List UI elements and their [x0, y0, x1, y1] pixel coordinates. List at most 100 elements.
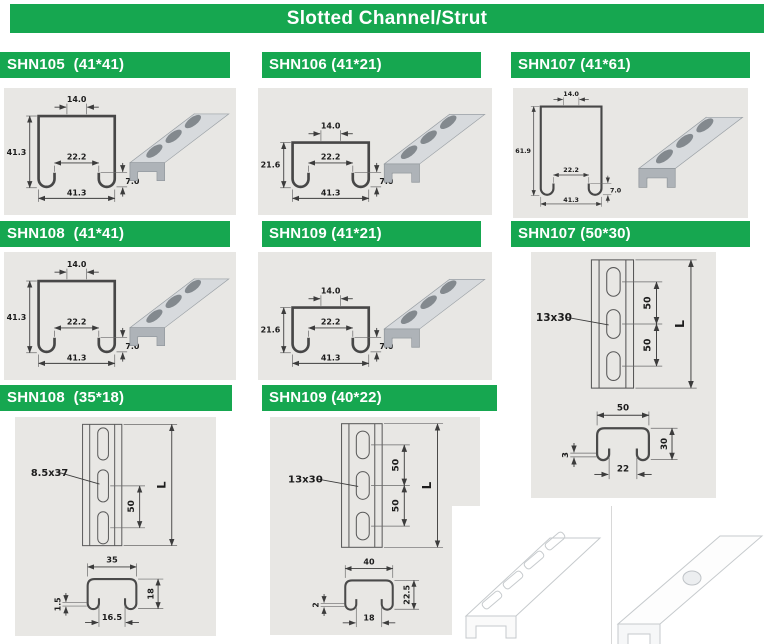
product-card-shn109: 14.0 21.6 22.2 7.0 41.3 — [258, 252, 492, 380]
slot-pattern-drawing-shn108-35x18: 8.5x37 50 L — [31, 423, 178, 547]
dim-opening: 16.5 — [102, 612, 123, 622]
dim-opening: 22 — [617, 465, 629, 475]
section-drawing-shn108-35x18: 35 1.5 18 16.5 — [54, 555, 164, 627]
section-drawing-shn107-50x30: 50 3 30 22 — [560, 404, 678, 480]
slot — [355, 430, 370, 460]
dim-slot-width: 14.0 — [321, 121, 341, 130]
dim-thickness: 3 — [560, 452, 570, 458]
dim-thickness: 2 — [311, 602, 320, 607]
channel-profile — [291, 141, 371, 189]
dim-slot-width: 14.0 — [67, 95, 87, 104]
slot-pattern-drawing-shn107-50x30: 13x30 50 50 L — [536, 259, 697, 389]
section-drawing-shn109-40x22: 40 2 22.5 18 — [311, 557, 420, 628]
photo-plain-channel — [611, 506, 764, 644]
dim-lip: 7.0 — [125, 177, 140, 186]
channel-3d-render — [129, 277, 230, 347]
channel-3d-render — [383, 112, 486, 183]
cross-section-drawing-shn105: 14.0 41.3 22.2 7.0 41.3 — [7, 95, 140, 202]
dim-width: 41.3 — [67, 189, 87, 198]
slot-size-label: 8.5x37 — [31, 468, 68, 479]
slot — [97, 427, 109, 461]
dim-opening: 22.2 — [67, 152, 87, 161]
dim-height: 41.3 — [7, 148, 27, 157]
dim-slot-width: 14.0 — [321, 286, 341, 295]
dim-opening: 18 — [363, 613, 375, 622]
dim-height: 21.6 — [261, 325, 281, 334]
page-title: Slotted Channel/Strut — [10, 4, 764, 33]
dim-height: 41.3 — [7, 313, 27, 322]
slot-size-label: 13x30 — [288, 475, 323, 486]
product-card-shn108-35x18: 8.5x37 50 L 35 1.5 18 16.5 — [15, 417, 216, 636]
photo-slotted-channel — [452, 506, 610, 644]
dim-pitch: 50 — [127, 500, 137, 512]
slot — [97, 469, 109, 503]
dim-lip: 7.0 — [610, 188, 622, 195]
channel-profile — [86, 578, 138, 611]
product-card-shn106: 14.0 21.6 22.2 7.0 41.3 — [258, 88, 492, 215]
channel-3d-render — [383, 277, 486, 348]
product-header-shn107-41x61: SHN107 (41*61) — [511, 52, 750, 78]
product-card-shn105: 14.0 41.3 22.2 7.0 41.3 — [4, 88, 236, 215]
channel-3d-render — [638, 115, 744, 188]
slot — [606, 309, 621, 339]
dim-pitch-bottom: 50 — [390, 499, 401, 512]
product-header-shn107-50x30: SHN107 (50*30) — [511, 221, 750, 247]
dim-height: 61.9 — [515, 148, 531, 155]
product-header-shn109-40x22: SHN109 (40*22) — [262, 385, 497, 411]
slot — [355, 471, 370, 500]
cross-section-drawing-shn107: 14.0 61.9 22.2 7.0 41.3 — [515, 91, 622, 207]
dim-slot-width: 14.0 — [67, 260, 87, 269]
plain-channel-sketch — [616, 535, 764, 644]
channel-profile — [595, 427, 651, 462]
dim-width: 40 — [363, 557, 375, 566]
channel-profile — [344, 579, 394, 611]
dim-pitch-top: 50 — [642, 296, 653, 310]
dim-opening: 22.2 — [321, 152, 341, 161]
slot-size-label: 13x30 — [536, 312, 572, 324]
dim-opening: 22.2 — [563, 167, 579, 174]
product-header-shn106-41x21: SHN106 (41*21) — [262, 52, 481, 78]
channel-profile — [37, 279, 117, 354]
slot-pattern-drawing-shn109-40x22: 13x30 50 50 L — [288, 423, 444, 548]
dim-length: L — [154, 481, 168, 489]
strut-face — [82, 423, 123, 547]
dim-length: L — [420, 481, 434, 489]
slot — [606, 267, 621, 297]
dim-lip: 7.0 — [125, 342, 140, 351]
dim-height: 22.5 — [403, 585, 412, 605]
product-header-shn109-41x21: SHN109 (41*21) — [262, 221, 481, 247]
dim-opening: 22.2 — [321, 317, 341, 326]
dim-width: 41.3 — [321, 189, 341, 198]
dim-width: 35 — [106, 555, 118, 565]
dim-length: L — [672, 320, 687, 328]
dim-height: 30 — [660, 438, 670, 450]
channel-profile — [539, 105, 603, 196]
dim-pitch-bottom: 50 — [642, 338, 653, 352]
channel-profile — [37, 114, 117, 189]
slot — [606, 351, 621, 381]
product-card-shn107-41x61: 14.0 61.9 22.2 7.0 41.3 — [513, 88, 748, 218]
cross-section-drawing-shn108: 14.0 41.3 22.2 7.0 41.3 — [7, 260, 140, 367]
product-header-shn108-35x18: SHN108 (35*18) — [0, 385, 232, 411]
slot — [355, 511, 370, 541]
dim-width: 41.3 — [67, 354, 87, 363]
dim-thickness: 1.5 — [54, 597, 63, 611]
product-header-shn105-41x41: SHN105 (41*41) — [0, 52, 230, 78]
dim-height: 18 — [146, 588, 156, 600]
slotted-channel-sketch — [464, 531, 602, 639]
dim-opening: 22.2 — [67, 317, 87, 326]
cross-section-drawing-shn109: 14.0 21.6 22.2 7.0 41.3 — [261, 286, 394, 367]
dim-width: 41.3 — [563, 197, 579, 204]
slot — [97, 511, 109, 545]
dim-width: 41.3 — [321, 354, 341, 363]
channel-profile — [291, 306, 371, 354]
cross-section-drawing-shn106: 14.0 21.6 22.2 7.0 41.3 — [261, 121, 394, 202]
product-card-shn109-40x22: 13x30 50 50 L 40 2 22.5 18 — [270, 417, 480, 635]
dim-slot-width: 14.0 — [563, 91, 579, 98]
dim-height: 21.6 — [261, 160, 281, 169]
product-header-shn108-41x41: SHN108 (41*41) — [0, 221, 230, 247]
product-card-shn107-50x30: 13x30 50 50 L 50 3 30 22 — [531, 252, 716, 498]
channel-3d-render — [129, 112, 230, 182]
product-card-shn108: 14.0 41.3 22.2 7.0 41.3 — [4, 252, 236, 380]
dim-pitch-top: 50 — [390, 459, 401, 472]
